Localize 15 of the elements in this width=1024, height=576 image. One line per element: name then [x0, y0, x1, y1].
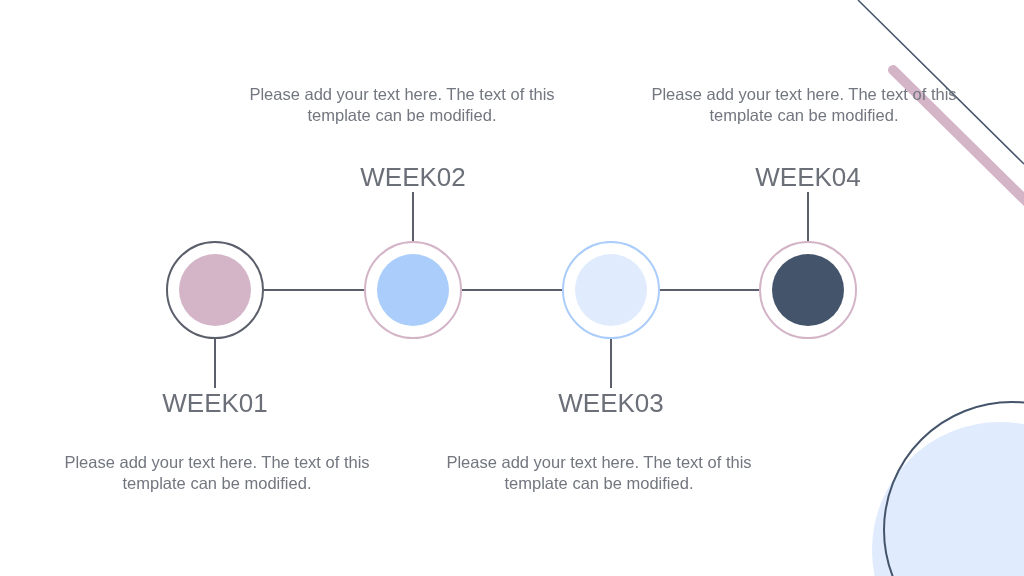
- connector-line: [263, 289, 365, 291]
- description-text: Please add your text here. The text of this template can be modified.: [63, 452, 371, 494]
- week-label: WEEK03: [541, 388, 681, 418]
- week-label: WEEK04: [738, 162, 878, 192]
- connector-line: [659, 289, 760, 291]
- connector-line: [807, 191, 809, 242]
- connector-line: [214, 338, 216, 389]
- connector-line: [610, 338, 612, 389]
- description-text: Please add your text here. The text of this template can be modified.: [445, 452, 753, 494]
- description-text: Please add your text here. The text of this template can be modified.: [650, 84, 958, 126]
- description-text: Please add your text here. The text of this template can be modified.: [248, 84, 556, 126]
- week-label: WEEK02: [343, 162, 483, 192]
- connector-line: [412, 191, 414, 242]
- week-label: WEEK01: [145, 388, 285, 418]
- connector-line: [461, 289, 563, 291]
